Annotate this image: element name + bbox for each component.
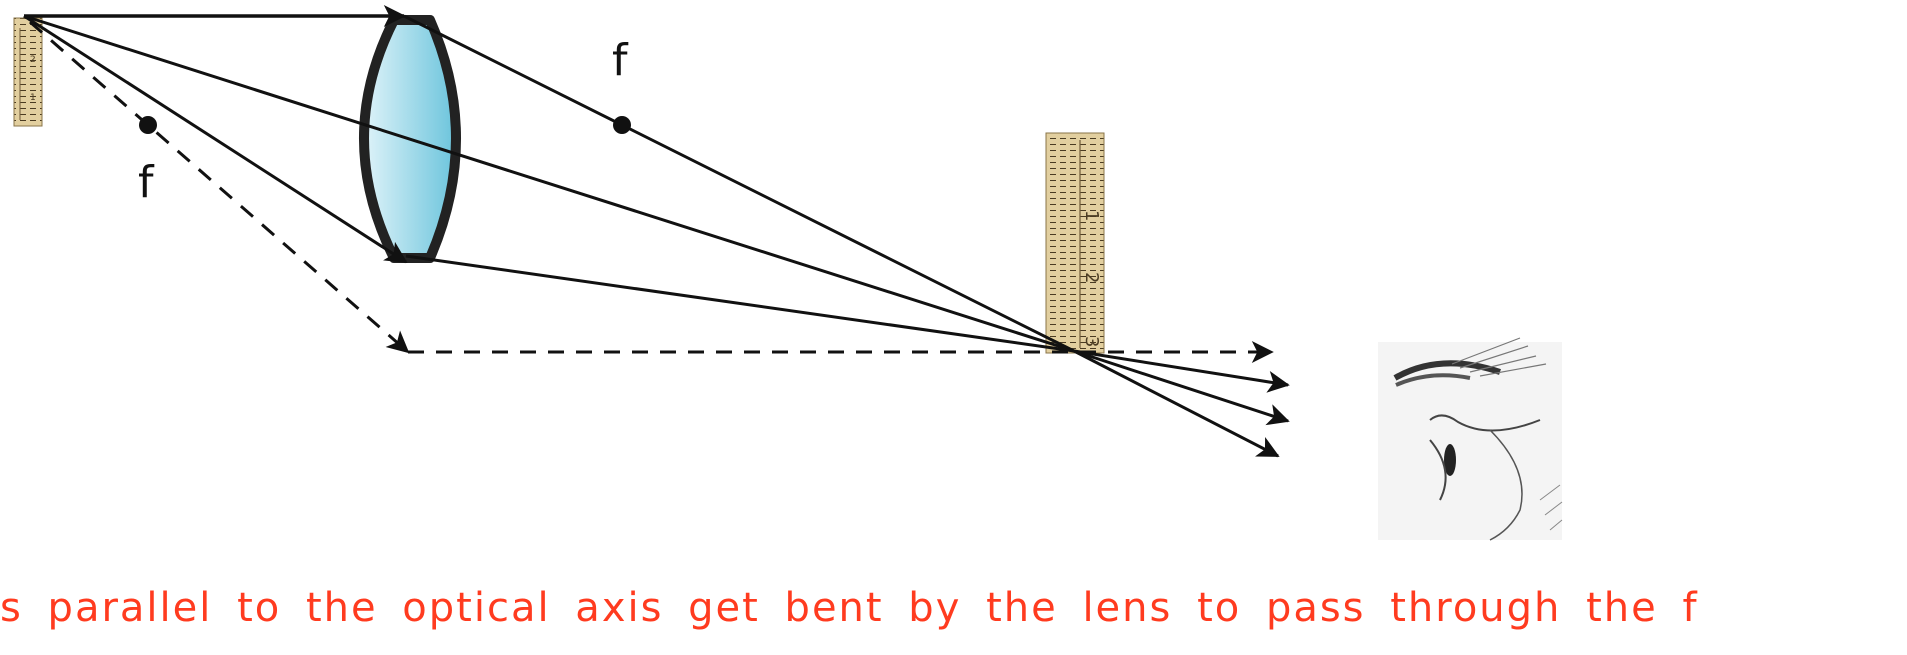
diverging-ray-2 [1073,349,1290,426]
eye-sketch-icon [1378,337,1563,541]
parallel-ray-refracted [403,14,1075,353]
focal-label-left: f [138,157,155,208]
diverging-ray-1 [1073,349,1290,393]
image-ruler: 1 2 3 [1045,132,1105,354]
caption-text: s parallel to the optical axis get bent … [0,585,1700,631]
svg-text:1: 1 [1081,210,1102,221]
focal-point-right [613,116,631,134]
dashed-ray-diagonal [29,20,410,354]
svg-text:2: 2 [30,55,36,65]
focal-label-right: f [612,35,629,86]
central-ray [23,14,1075,353]
diverging-ray-3 [1073,349,1280,458]
focal-point-left [139,116,157,134]
focal-ray-incoming [23,14,408,264]
focal-ray-refracted [405,254,1075,353]
svg-text:1: 1 [30,93,36,103]
object-ruler: 2 1 [13,17,43,127]
svg-text:2: 2 [1081,272,1102,283]
svg-text:3: 3 [1081,336,1102,347]
